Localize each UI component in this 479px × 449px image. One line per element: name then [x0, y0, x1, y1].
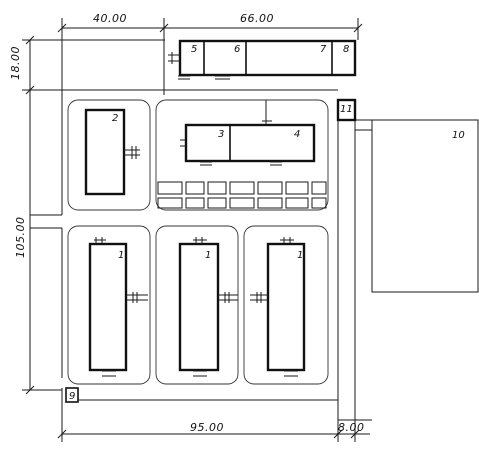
parking-grid	[157, 181, 327, 209]
dimension-labels: 40.00 66.00 18.00 105.00 95.00 8.00	[9, 12, 365, 434]
dim-left-main: 105.00	[14, 217, 27, 259]
dim-bottom: 95.00	[190, 421, 224, 434]
road-network	[67, 99, 329, 385]
building-strip-5-8	[168, 39, 357, 80]
building-label-3: 3	[218, 129, 224, 140]
building-label-8: 8	[343, 44, 349, 55]
building-label-4: 4	[294, 129, 300, 140]
building-label-6: 6	[234, 44, 240, 55]
dim-bottom-right: 8.00	[338, 421, 365, 434]
block-lower-left	[67, 225, 151, 385]
building-11	[336, 98, 357, 122]
building-2	[84, 108, 140, 196]
area-10	[371, 119, 479, 293]
building-label-1-left: 1	[118, 250, 124, 261]
dim-left-upper: 18.00	[9, 46, 22, 80]
building-label-1-right: 1	[297, 250, 303, 261]
dimension-lines	[22, 18, 372, 442]
block-upper-left	[67, 99, 151, 211]
building-label-9: 9	[69, 391, 75, 402]
building-label-7: 7	[320, 44, 327, 55]
block-upper-right	[155, 99, 329, 211]
building-label-1-middle: 1	[205, 250, 211, 261]
building-label-5: 5	[191, 44, 197, 55]
building-label-2: 2	[112, 113, 118, 124]
building-1-left	[88, 237, 148, 377]
dim-top-left: 40.00	[93, 12, 127, 25]
block-lower-right	[243, 225, 329, 385]
building-1-middle	[178, 237, 238, 377]
building-9	[65, 387, 79, 403]
building-label-10: 10	[452, 130, 465, 141]
building-label-11: 11	[340, 104, 353, 115]
site-boundary	[30, 89, 375, 420]
block-lower-middle	[155, 225, 239, 385]
dim-top-right: 66.00	[240, 12, 274, 25]
building-1-right	[250, 237, 306, 377]
building-3-4	[180, 100, 316, 166]
